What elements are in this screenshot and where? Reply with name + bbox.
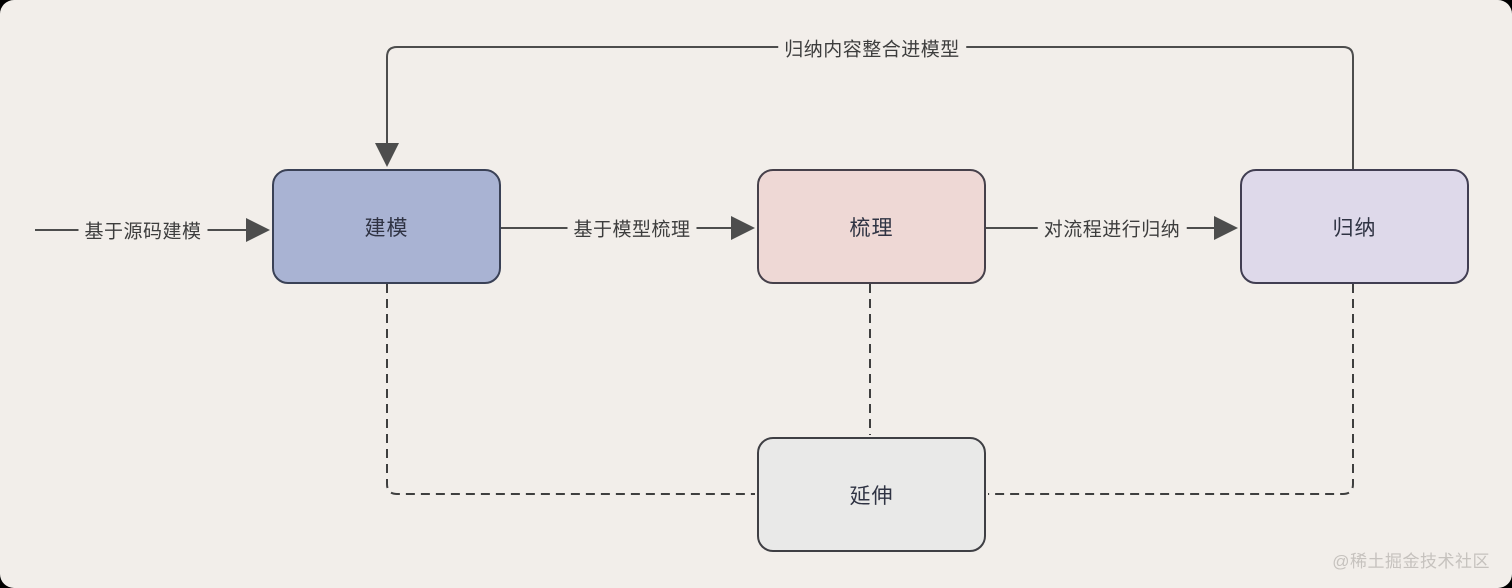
edge-label-source-modeling: 基于源码建模 [78,215,208,245]
edge-label-process-induction: 对流程进行归纳 [1037,213,1187,243]
watermark: @稀土掘金技术社区 [1332,552,1490,571]
node-yanshen-label: 延伸 [849,484,894,508]
node-jianmo: 建模 [272,169,501,284]
node-yanshen: 延伸 [757,437,986,552]
node-guina-label: 归纳 [1332,216,1377,240]
edge-jianmo-to-yanshen [386,284,755,495]
edge-guina-to-jianmo [375,46,1354,169]
node-shuli: 梳理 [757,169,986,284]
node-guina: 归纳 [1240,169,1469,284]
edge-label-model-combing: 基于模型梳理 [567,213,697,243]
node-shuli-label: 梳理 [849,216,894,240]
node-jianmo-label: 建模 [364,216,409,240]
edge-label-integrate-into-model: 归纳内容整合进模型 [778,33,966,63]
edge-guina-to-yanshen [988,284,1354,495]
